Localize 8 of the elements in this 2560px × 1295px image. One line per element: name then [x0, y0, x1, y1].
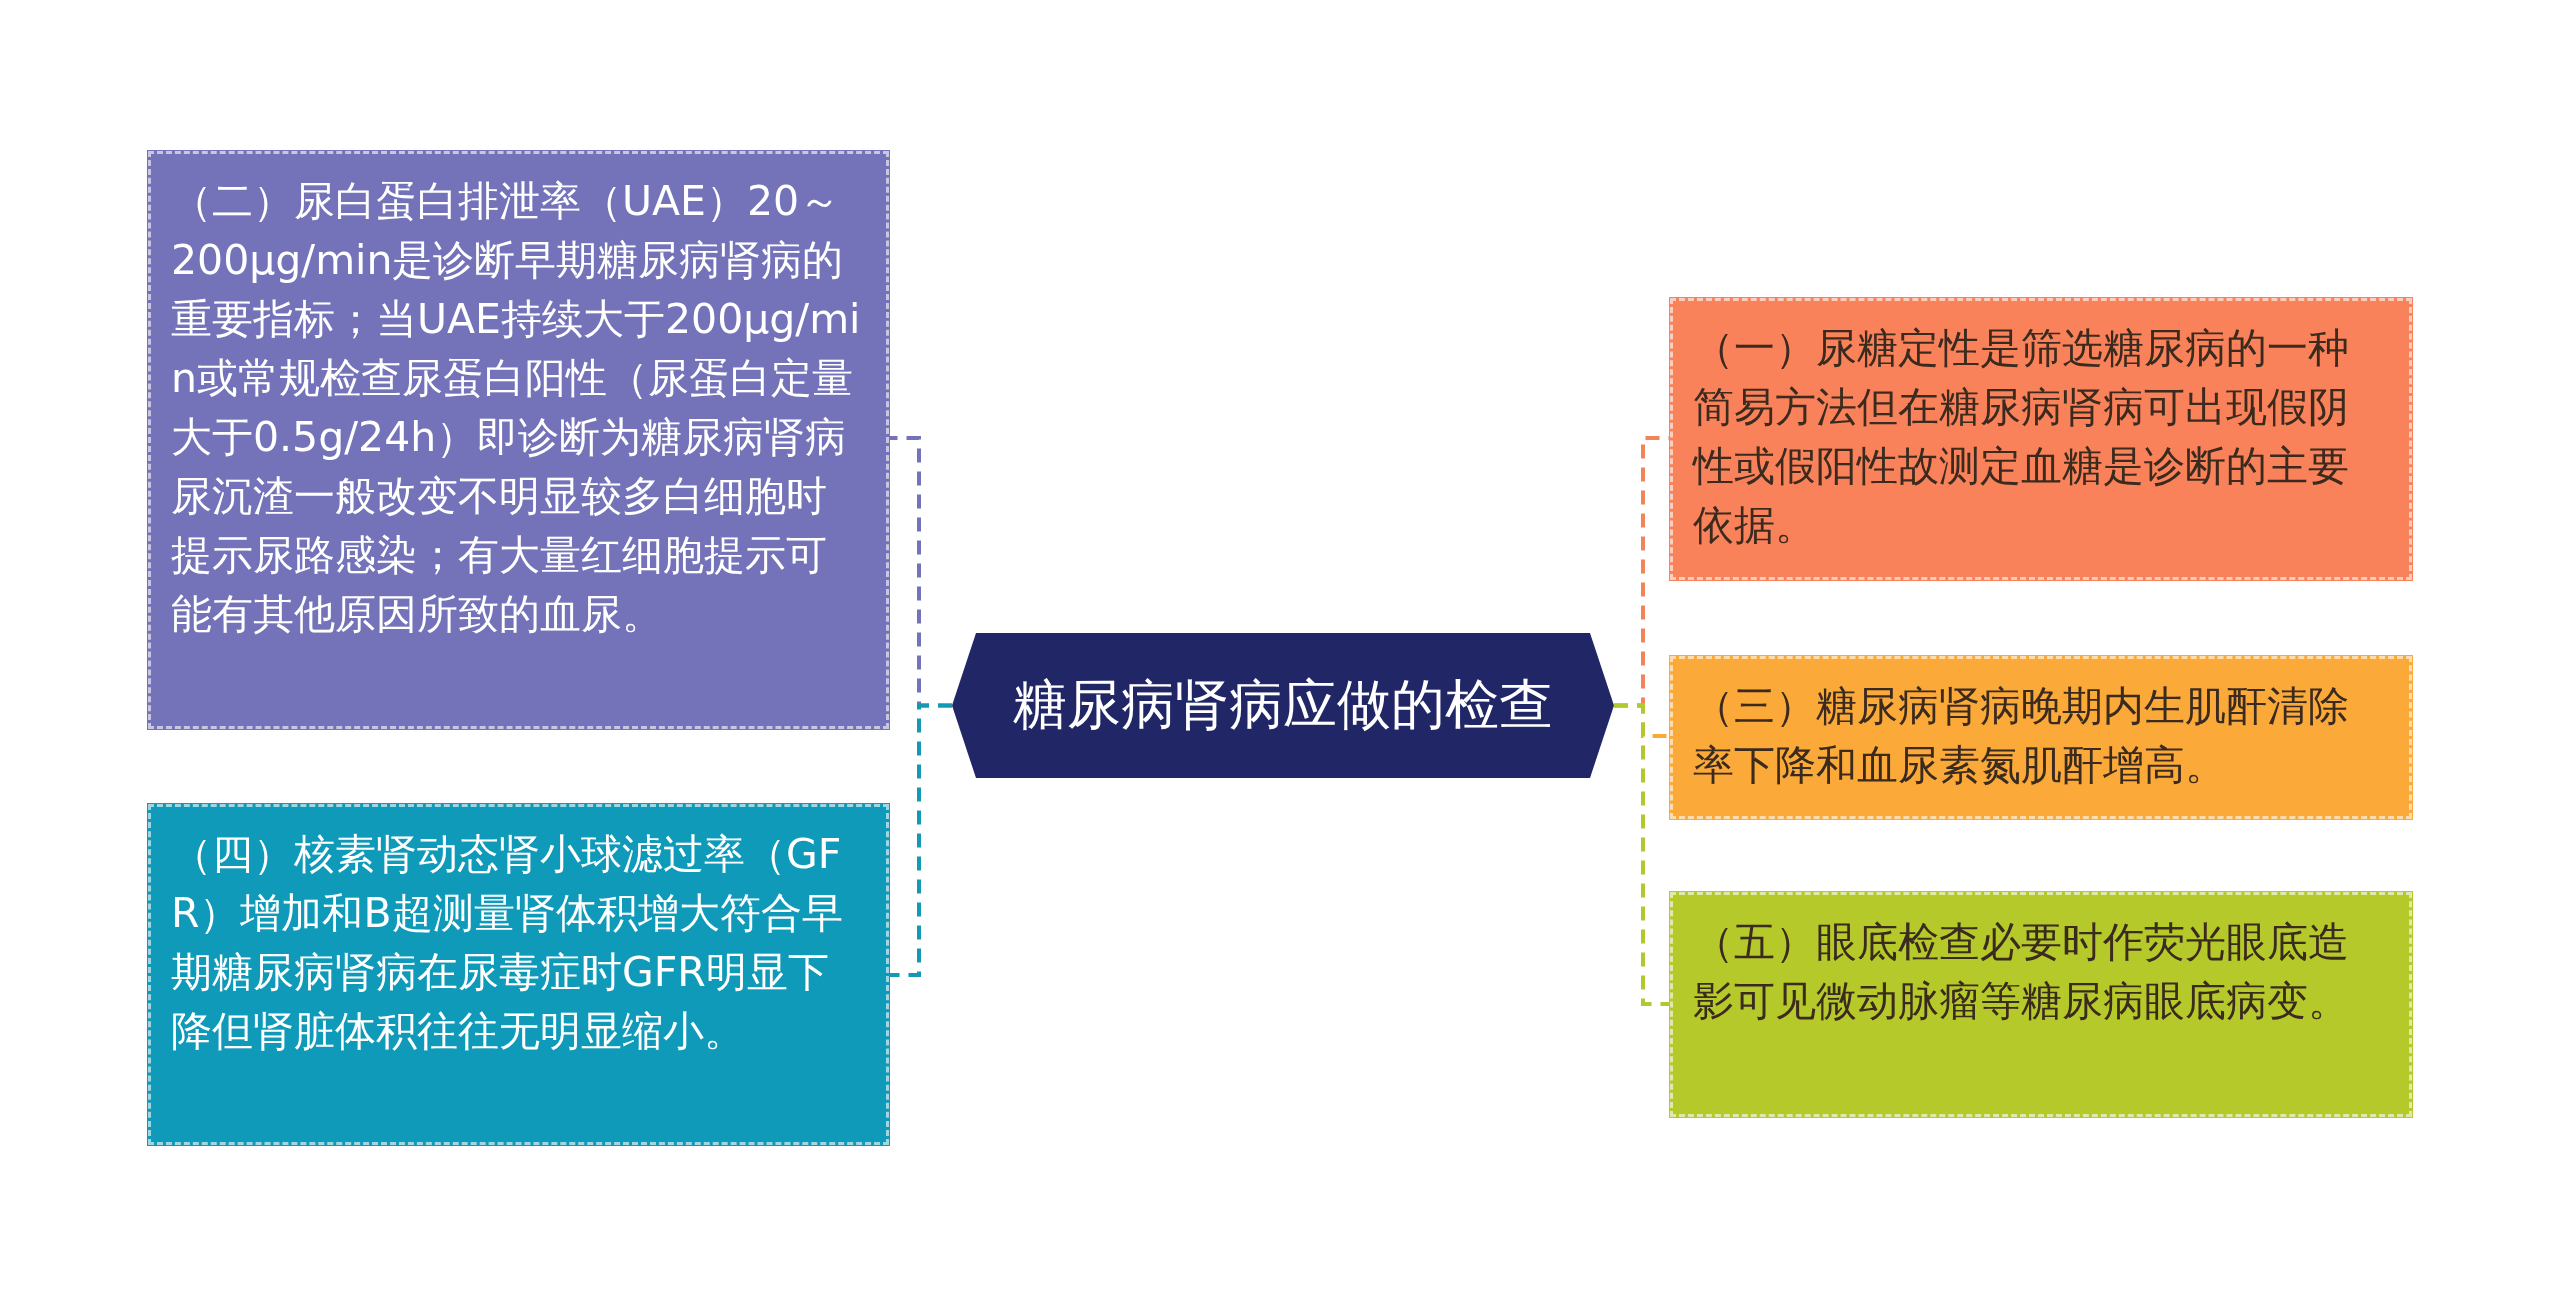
connector-line [1614, 703, 1669, 1006]
connector-line [890, 703, 952, 977]
topic-box: （四）核素肾动态肾小球滤过率（GFR）增加和B超测量肾体积增大符合早期糖尿病肾病在尿毒症时GFR明显下降但肾脏体积往往无明显缩小。 [147, 803, 890, 1146]
topic-box: （五）眼底检查必要时作荧光眼底造影可见微动脉瘤等糖尿病眼底病变。 [1669, 891, 2413, 1118]
topic-box: （三）糖尿病肾病晚期内生肌酐清除率下降和血尿素氮肌酐增高。 [1669, 655, 2413, 820]
topic-box: （二）尿白蛋白排泄率（UAE）20～200μg/min是诊断早期糖尿病肾病的重要指标；当UAE持续大于200μg/min或常规检查尿蛋白阳性（尿蛋白定量大于0.5g/24h）即诊断为糖尿病肾病尿沉渣一般改变不明显较多白细胞时提示尿路感染；有大量红细胞提示可能有其他原因所致的血尿。 [147, 150, 890, 730]
topic-box: （一）尿糖定性是筛选糖尿病的一种简易方法但在糖尿病肾病可出现假阴性或假阳性故测定血糖是诊断的主要依据。 [1669, 297, 2413, 581]
topic-hexagon: 糖尿病肾病应做的检查 [952, 633, 1614, 778]
